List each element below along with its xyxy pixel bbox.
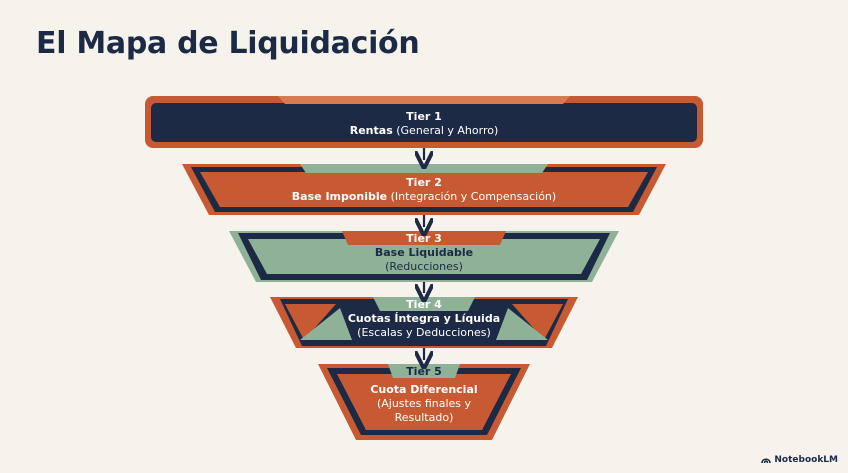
tier-1-text: Tier 1 Rentas (General y Ahorro) — [151, 110, 697, 138]
tier-2-band — [182, 164, 666, 215]
tier-3-detail: (Reducciones) — [385, 260, 463, 273]
tier-1-band — [145, 96, 703, 148]
tier-4-band — [270, 297, 578, 348]
tier-5-band — [318, 364, 530, 440]
tier-2-text: Tier 2 Base Imponible (Integración y Com… — [215, 176, 633, 204]
tier-4-name: Cuotas Íntegra y Líquida — [347, 312, 501, 325]
tier-5-detail: (Ajustes finales y Resultado) — [376, 397, 472, 424]
notebooklm-icon — [761, 457, 772, 463]
tier-3-name: Base Liquidable — [374, 246, 474, 259]
tier-5-label: Tier 5 — [406, 365, 442, 378]
tier-5-name: Cuota Diferencial — [370, 383, 478, 396]
tier-2-label: Tier 2 — [406, 176, 442, 189]
tier-2-name: Base Imponible — [291, 190, 388, 203]
tier-1-detail: (General y Ahorro) — [392, 124, 499, 137]
tier-5-text: Tier 5 Cuota Diferencial (Ajustes finale… — [368, 365, 480, 425]
brand-mark: NotebookLM — [761, 455, 838, 465]
brand-label: NotebookLM — [774, 455, 838, 465]
tier-3-text: Tier 3 Base Liquidable (Reducciones) — [267, 232, 581, 274]
tier-1-label: Tier 1 — [406, 110, 442, 123]
page-title: El Mapa de Liquidación — [36, 26, 420, 61]
tier-2-detail: (Integración y Compensación) — [387, 190, 557, 203]
tier-4-text: Tier 4 Cuotas Íntegra y Líquida (Escalas… — [302, 298, 546, 340]
tier-1-name: Rentas — [349, 124, 393, 137]
tier-3-band — [229, 231, 619, 282]
tier-3-label: Tier 3 — [406, 232, 442, 245]
tier-4-detail: (Escalas y Deducciones) — [357, 326, 491, 339]
tier-4-label: Tier 4 — [406, 298, 442, 311]
